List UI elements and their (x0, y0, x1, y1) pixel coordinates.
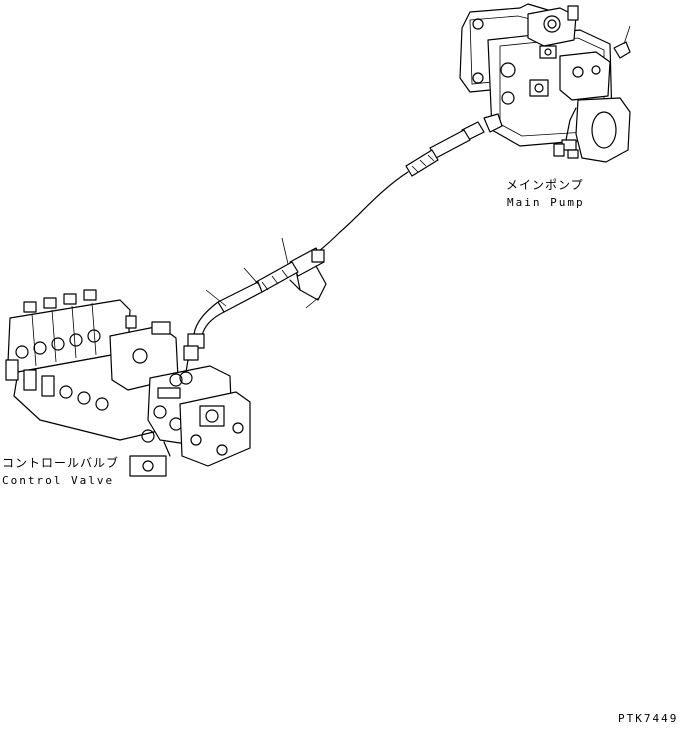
main-pump-label-en: Main Pump (507, 196, 585, 209)
main-pump-label-jp: メインポンプ (506, 178, 584, 192)
control-valve-label-en: Control Valve (2, 474, 115, 487)
control-valve (5, 289, 251, 477)
hose-assembly (187, 121, 485, 349)
main-pump (459, 3, 631, 163)
figure-code: PTK7449 (618, 712, 679, 725)
control-valve-label-jp: コントロールバルブ (2, 456, 120, 470)
